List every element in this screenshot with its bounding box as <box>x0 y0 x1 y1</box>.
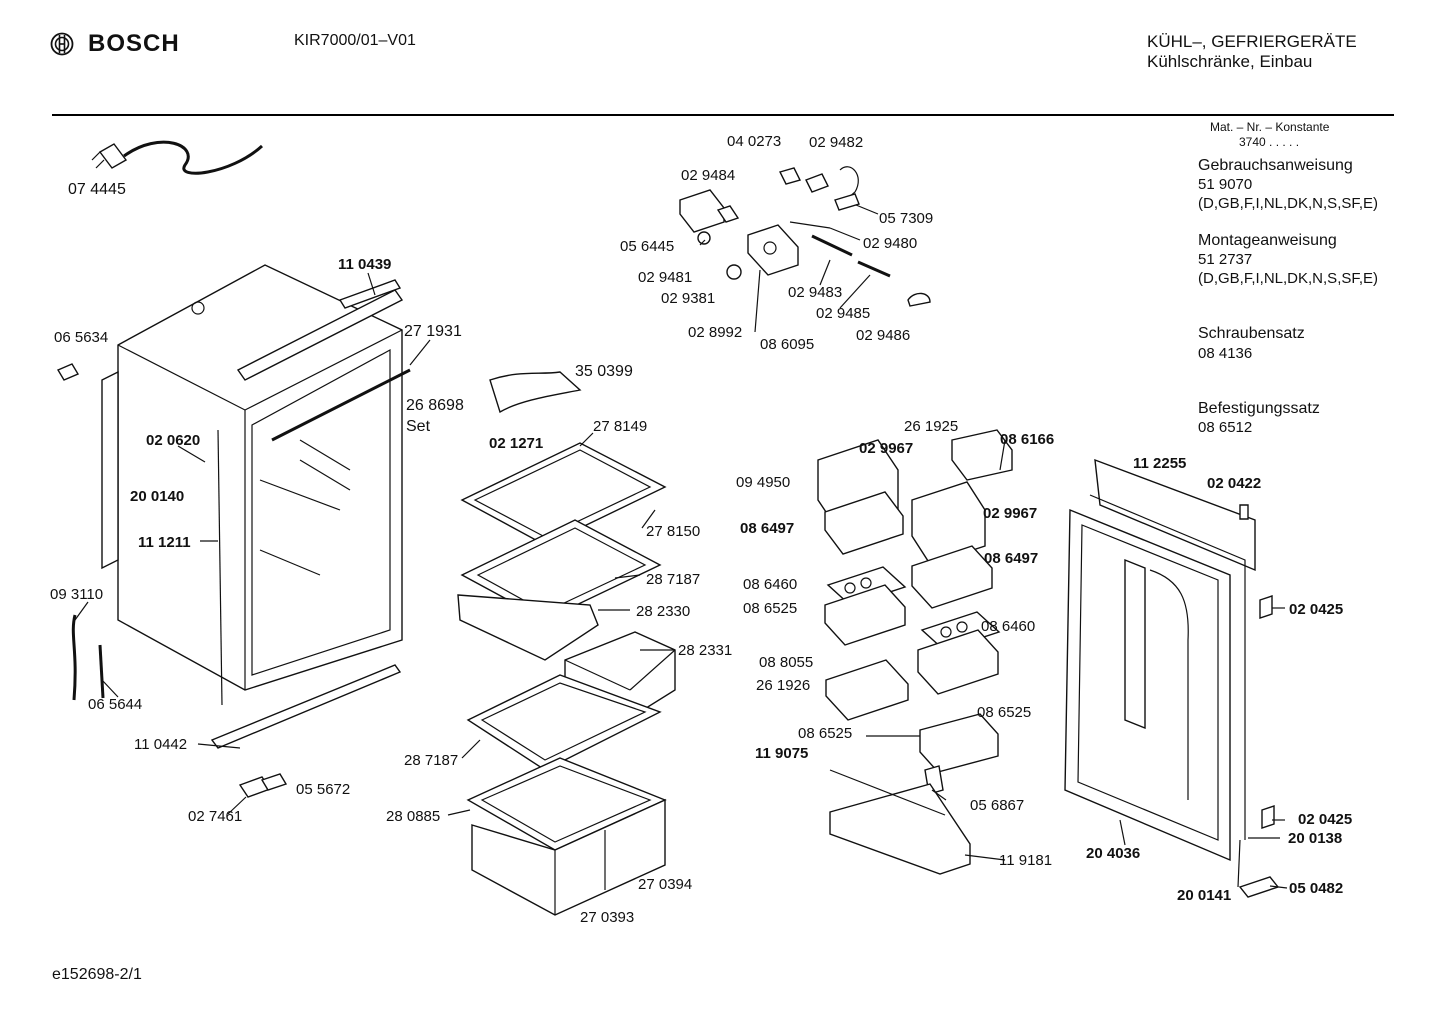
part-label: 07 4445 <box>68 181 126 198</box>
cabinet-body-drawing <box>101 264 411 706</box>
part-label: 02 8992 <box>688 324 743 341</box>
part-label: 02 9484 <box>681 167 736 184</box>
bosch-armature-logo-icon <box>50 32 74 56</box>
mount-languages: (D,GB,F,I,NL,DK,N,S,SF,E) <box>1198 270 1379 287</box>
part-label: 02 9481 <box>638 269 693 286</box>
part-label: 11 0439 <box>338 256 392 273</box>
part-label: 08 6525 <box>977 704 1032 721</box>
mat-nr-value: 3740 . . . . . <box>1239 135 1300 149</box>
manual-languages: (D,GB,F,I,NL,DK,N,S,SF,E) <box>1198 195 1379 212</box>
part-label: 27 1931 <box>404 323 462 340</box>
part-label: 08 6460 <box>981 618 1036 635</box>
part-label: 08 6525 <box>743 600 798 617</box>
part-label: 26 8698 <box>406 397 464 414</box>
part-label: 02 0425 <box>1289 601 1344 618</box>
part-label: 35 0399 <box>575 363 633 380</box>
part-label: 02 9482 <box>809 134 864 151</box>
part-label: 26 1925 <box>904 418 959 435</box>
door-bins-drawing <box>817 429 1013 875</box>
brand-name: BOSCH <box>88 30 180 57</box>
part-label: Set <box>406 418 431 435</box>
part-label: 08 6497 <box>984 550 1039 567</box>
part-label: 02 7461 <box>188 808 243 825</box>
part-label: 28 2331 <box>678 642 733 659</box>
mount-number: 51 2737 <box>1198 251 1253 268</box>
part-label: 02 1271 <box>489 435 544 452</box>
part-label: 09 3110 <box>50 586 104 603</box>
part-label: 05 7309 <box>879 210 934 227</box>
part-label: 06 5644 <box>88 696 143 713</box>
model-number: KIR7000/01–V01 <box>294 32 416 49</box>
part-label: 02 0422 <box>1207 475 1262 492</box>
part-label: 27 0393 <box>580 909 635 926</box>
part-label: 02 9486 <box>856 327 911 344</box>
part-label: 02 9485 <box>816 305 871 322</box>
mat-nr-label: Mat. – Nr. – Konstante <box>1210 120 1330 134</box>
thermostat-assembly-drawing <box>679 166 931 307</box>
part-label: 08 6460 <box>743 576 798 593</box>
mount-title: Montageanweisung <box>1198 232 1337 249</box>
part-label: 27 8149 <box>593 418 648 435</box>
part-label: 28 2330 <box>636 603 691 620</box>
screw-set-number: 08 4136 <box>1198 345 1253 362</box>
part-label: 02 9381 <box>661 290 716 307</box>
fixing-set-number: 08 6512 <box>1198 419 1253 436</box>
screw-set-title: Schraubensatz <box>1198 325 1305 342</box>
power-cord-drawing <box>91 140 264 175</box>
part-label: 05 6867 <box>970 797 1025 814</box>
fixing-set-title: Befestigungssatz <box>1198 400 1320 417</box>
part-label: 11 9181 <box>999 852 1053 869</box>
part-label: 02 0620 <box>146 432 201 449</box>
part-label: 11 1211 <box>138 534 191 551</box>
part-label: 28 7187 <box>646 571 701 588</box>
part-label: 05 0482 <box>1289 880 1344 897</box>
part-label: 09 4950 <box>736 474 791 491</box>
part-label: 20 0141 <box>1177 887 1232 904</box>
part-label: 26 1926 <box>756 677 811 694</box>
part-label: 11 9075 <box>755 745 809 762</box>
manual-title: Gebrauchsanweisung <box>1198 157 1353 174</box>
part-label: 02 9967 <box>859 440 914 457</box>
part-label: 02 9967 <box>983 505 1038 522</box>
part-label: 27 0394 <box>638 876 693 893</box>
part-label: 11 0442 <box>134 736 188 753</box>
shelves-drawers-drawing <box>457 371 676 916</box>
part-label: 08 8055 <box>759 654 814 671</box>
part-label: 08 6525 <box>798 725 853 742</box>
part-label: 04 0273 <box>727 133 782 150</box>
door-drawing <box>1064 458 1280 898</box>
part-label: 20 0138 <box>1288 830 1343 847</box>
part-label: 20 4036 <box>1086 845 1141 862</box>
document-id: e152698-2/1 <box>52 966 142 983</box>
category-line-1: KÜHL–, GEFRIERGERÄTE <box>1147 32 1357 51</box>
part-label: 05 6445 <box>620 238 675 255</box>
part-label: 20 0140 <box>130 488 185 505</box>
part-label: 02 9480 <box>863 235 918 252</box>
part-label: 28 7187 <box>404 752 459 769</box>
category-line-2: Kühlschränke, Einbau <box>1147 52 1313 71</box>
part-label: 11 2255 <box>1133 455 1187 472</box>
part-label: 06 5634 <box>54 329 109 346</box>
part-label: 02 0425 <box>1298 811 1353 828</box>
part-label: 28 0885 <box>386 808 441 825</box>
brand-block: BOSCH <box>50 30 180 58</box>
part-label: 08 6166 <box>1000 431 1055 448</box>
header-divider <box>52 114 1394 116</box>
part-label: 08 6095 <box>760 336 815 353</box>
part-label: 08 6497 <box>740 520 795 537</box>
manual-number: 51 9070 <box>1198 176 1253 193</box>
part-label: 05 5672 <box>296 781 351 798</box>
leader-lines <box>74 204 1288 889</box>
part-label: 02 9483 <box>788 284 843 301</box>
part-label: 27 8150 <box>646 523 701 540</box>
